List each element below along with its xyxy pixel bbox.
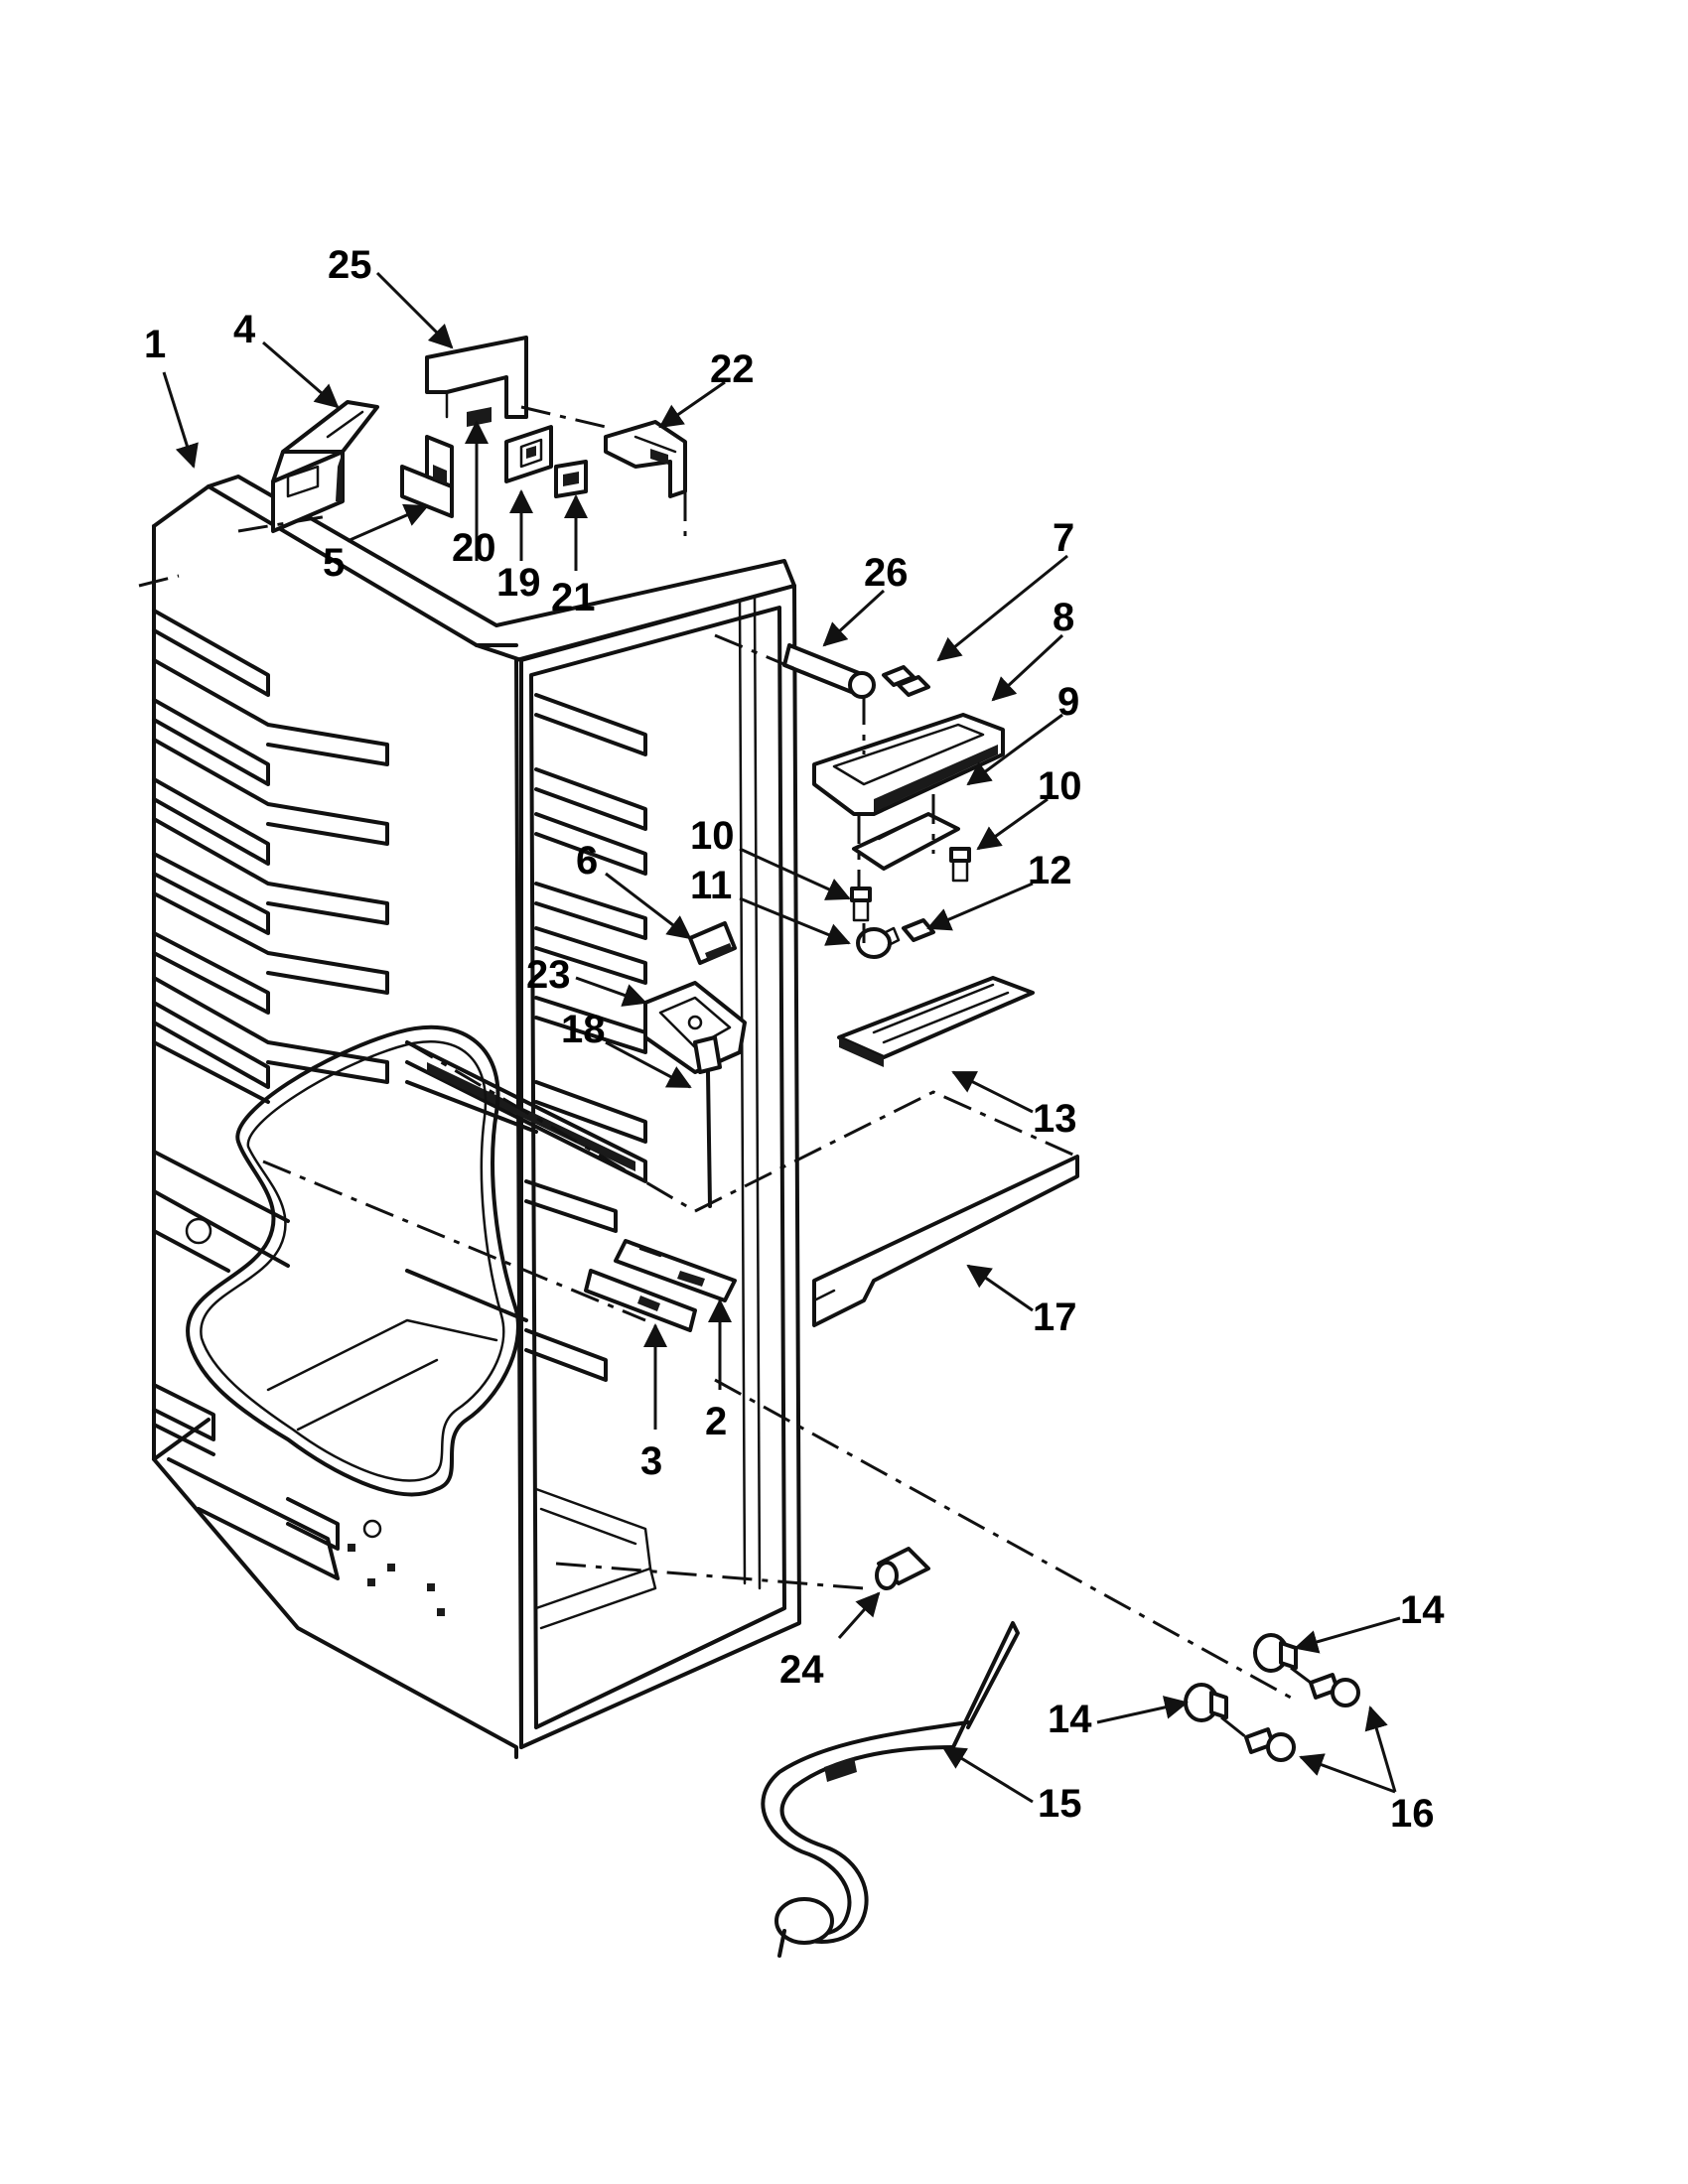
callout-23: 23 (526, 953, 571, 997)
part-15-tube (761, 1621, 1020, 1958)
part-24-plug (875, 1547, 930, 1590)
part-11-bulb (856, 926, 901, 959)
cabinet-liner (152, 475, 801, 1759)
leader-lines (162, 271, 1401, 1804)
part-26-tube (782, 643, 876, 699)
callout-17: 17 (1033, 1296, 1077, 1339)
part-9-lens (852, 812, 960, 871)
part-13-cover (837, 976, 1035, 1067)
callout-25: 25 (328, 243, 372, 287)
callout-7: 7 (1053, 516, 1074, 560)
callout-4: 4 (233, 308, 256, 351)
part-10-screws (850, 847, 971, 922)
part-23-housing (643, 981, 747, 1074)
part-21-label (554, 460, 588, 498)
part-22-housing (604, 420, 687, 498)
callout-21: 21 (551, 576, 596, 619)
callout-18: 18 (561, 1008, 606, 1051)
part-18-sensor (693, 1035, 722, 1208)
part-17-panel (812, 1155, 1079, 1327)
callout-8: 8 (1053, 596, 1074, 639)
part-16-plugs (1244, 1673, 1360, 1762)
top-alignment-lines (138, 405, 687, 588)
callout-26: 26 (864, 551, 909, 595)
callout-19: 19 (496, 561, 541, 605)
callout-16: 16 (1390, 1792, 1435, 1836)
callout-12: 12 (1028, 849, 1072, 892)
middle-alignment-lines (262, 1160, 1292, 1700)
callout-14b: 14 (1048, 1698, 1092, 1741)
bottom-alignment-lines (1220, 1666, 1312, 1739)
part-8-light-housing (812, 713, 1005, 816)
callout-22: 22 (710, 347, 755, 391)
callout-1: 1 (144, 323, 166, 366)
part-6-switch (688, 921, 737, 965)
callout-13: 13 (1033, 1097, 1077, 1141)
callout-5: 5 (323, 541, 345, 585)
callout-15: 15 (1038, 1782, 1082, 1826)
callout-9: 9 (1057, 680, 1079, 724)
part-5-damper (400, 435, 454, 518)
callout-24: 24 (779, 1648, 824, 1692)
callout-14a: 14 (1400, 1588, 1445, 1632)
right-alignment-lines (406, 633, 1078, 1213)
part-4-housing (271, 400, 379, 533)
cabinet-lower-details (152, 1150, 445, 1616)
callout-10a: 10 (1038, 764, 1082, 808)
callout-11: 11 (690, 864, 732, 907)
part-25-bracket (425, 336, 528, 427)
callout-3: 3 (640, 1439, 662, 1483)
callout-labels: 1 2 3 4 5 6 7 8 9 10 10 11 12 13 14 14 1… (144, 243, 1445, 1836)
part-7-clips (882, 665, 930, 697)
part-14-grommets (1184, 1633, 1298, 1722)
callout-2: 2 (705, 1400, 727, 1443)
callout-6: 6 (576, 839, 598, 883)
left-wall-shelf-rails (152, 609, 389, 1104)
part-19-control (504, 425, 553, 483)
back-wall-shelf-rails (405, 693, 647, 1382)
callout-10b: 10 (690, 814, 735, 858)
cutaway-outline (186, 1024, 520, 1497)
callout-20: 20 (452, 526, 496, 570)
part-3-bracket (584, 1269, 697, 1332)
part-12-socket (902, 918, 935, 942)
